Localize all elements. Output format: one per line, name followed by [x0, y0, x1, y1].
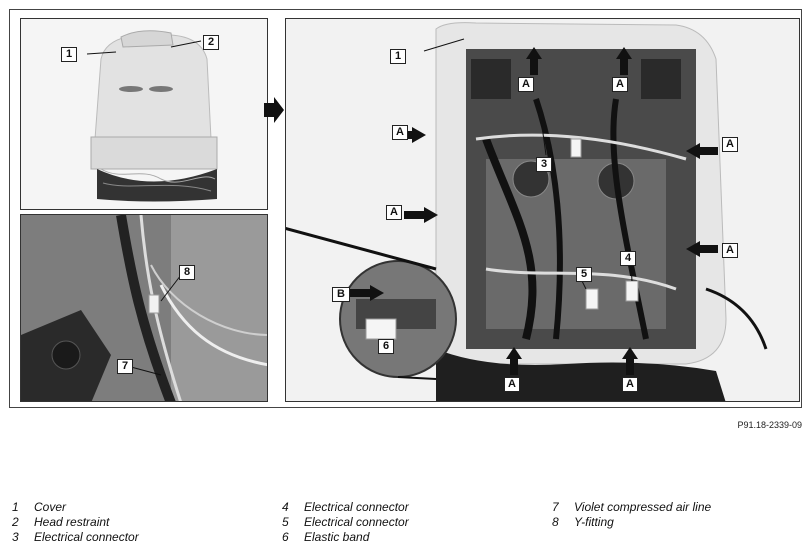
- callout-A-bottom-right: A: [622, 377, 638, 392]
- backrest-interior-drawing: [286, 19, 799, 401]
- backrest-interior-photo: 1 3 4 5 6 A A A A A A A A B: [285, 18, 800, 402]
- callout-A-bottom-left: A: [504, 377, 520, 392]
- callout-B: B: [332, 287, 350, 302]
- callout-8: 8: [179, 265, 196, 280]
- callout-A-right-middle: A: [722, 243, 738, 258]
- callout-1-main: 1: [390, 49, 407, 64]
- callout-1: 1: [61, 47, 78, 62]
- callout-A-top-left: A: [518, 77, 534, 92]
- seat-backrest-drawing: [21, 19, 267, 209]
- y-fitting-detail-drawing: [21, 215, 267, 401]
- callout-6: 6: [378, 339, 395, 354]
- callout-A-left-upper: A: [392, 125, 408, 140]
- illustration-frame: 1 2 8 7: [9, 9, 802, 408]
- zoom-arrow-icon: [264, 97, 284, 123]
- callout-2: 2: [203, 35, 220, 50]
- y-fitting-detail-photo: 8 7: [20, 214, 268, 402]
- callout-A-left-middle: A: [386, 205, 402, 220]
- callout-A-right-upper: A: [722, 137, 738, 152]
- seat-backrest-overview-photo: 1 2: [20, 18, 268, 210]
- callout-A-top-right: A: [612, 77, 628, 92]
- callout-4: 4: [620, 251, 637, 266]
- callout-5: 5: [576, 267, 593, 282]
- figure-reference: P91.18-2339-09: [737, 420, 802, 430]
- callout-7: 7: [117, 359, 134, 374]
- callout-3: 3: [536, 157, 553, 172]
